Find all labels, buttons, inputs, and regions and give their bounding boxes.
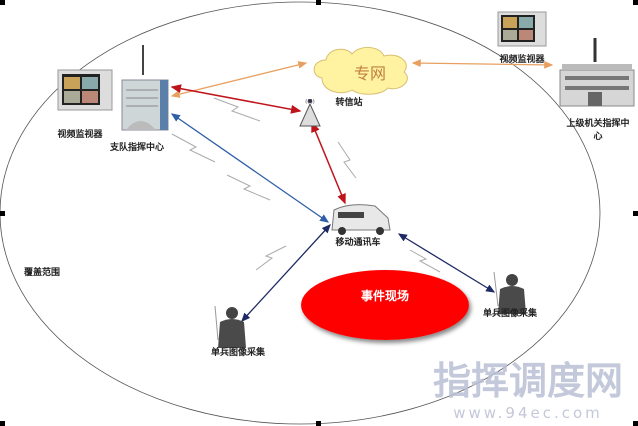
soldier-right-icon — [493, 271, 526, 314]
monitor-right-label: 视频监视器 — [499, 53, 545, 65]
selection-handle-bottom-center[interactable] — [316, 421, 321, 426]
private-network-label: 专网 — [354, 64, 386, 83]
command-center-building-icon — [121, 45, 169, 131]
coverage-label: 覆盖范围 — [24, 266, 60, 278]
coverage-ellipse — [0, 1, 601, 425]
soldier-right-label: 单兵图像采集 — [483, 307, 538, 319]
selection-handle-bottom-right[interactable] — [633, 421, 638, 426]
command-center-label: 支队指挥中心 — [109, 141, 164, 153]
link-relay-vehicle — [311, 121, 346, 205]
link-network-superior — [411, 59, 554, 69]
superior-center-label-line2: 心 — [593, 131, 602, 142]
link-vehicle-soldier-right — [397, 233, 496, 293]
selection-handle-top-center[interactable] — [316, 0, 321, 5]
watermark-url: www.94ec.com — [453, 404, 603, 422]
monitor-left-label: 视频监视器 — [57, 128, 103, 140]
link-center-vehicle — [170, 113, 330, 223]
selection-handle-middle-left[interactable] — [0, 211, 5, 216]
selection-handle-top-left[interactable] — [0, 0, 5, 5]
wireless-signal-icons — [171, 97, 441, 273]
relay-station-label: 转信站 — [335, 96, 362, 108]
private-network-cloud-icon — [313, 47, 408, 95]
video-monitor-right-icon — [497, 11, 547, 47]
comm-vehicle-label: 移动通讯车 — [335, 236, 380, 248]
selection-handle-top-right[interactable] — [633, 0, 638, 5]
svg-text:(( )): (( )) — [305, 99, 314, 105]
selection-handle-middle-right[interactable] — [633, 211, 638, 216]
incident-scene-ellipse — [301, 270, 469, 340]
comm-vehicle-icon — [331, 204, 391, 235]
incident-scene-label: 事件现场 — [361, 288, 409, 303]
video-monitor-left-icon — [57, 69, 113, 111]
link-center-relay — [170, 84, 302, 114]
link-vehicle-soldier-left — [241, 224, 331, 322]
relay-tower-icon: (( )) — [299, 99, 321, 127]
superior-center-label-line1: 上级机关指挥中 — [566, 117, 629, 129]
watermark-title: 指挥调度网 — [433, 359, 623, 403]
superior-command-building-icon — [559, 38, 635, 107]
selection-handle-bottom-left[interactable] — [0, 421, 5, 426]
soldier-left-label: 单兵图像采集 — [211, 346, 266, 358]
soldier-left-icon — [214, 305, 246, 348]
